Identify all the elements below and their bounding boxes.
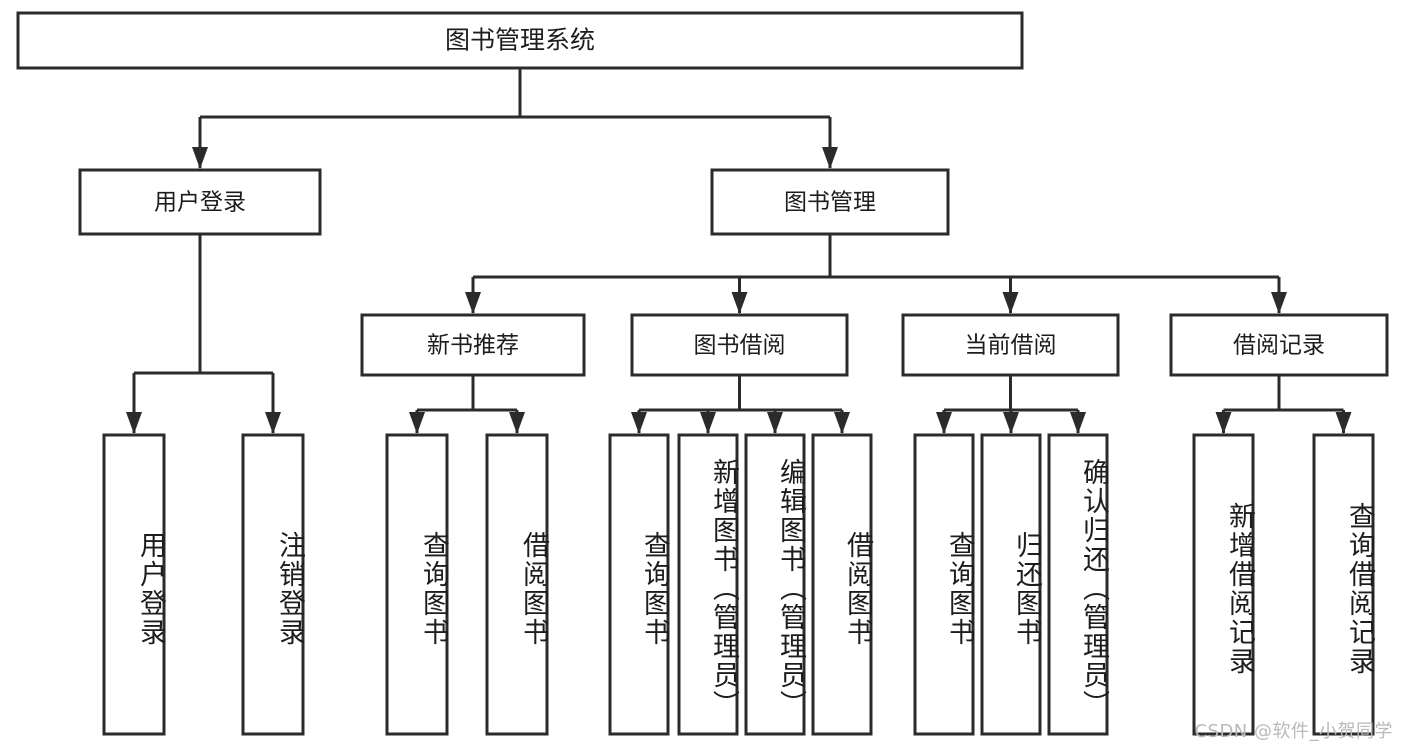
node-box-leaf-9 [980,433,1042,736]
node-box-l3-新书推荐 [360,313,586,377]
node-box-l3-当前借阅 [901,313,1120,377]
node-box-l3-借阅记录 [1169,313,1389,377]
arrow-head-图书借阅-1 [700,412,716,434]
node-box-leaf-10 [1047,433,1109,736]
arrow-head-当前借阅-1 [1003,412,1019,434]
arrow-head-图书借阅-2 [767,412,783,434]
arrow-head-用户登录-1 [265,412,281,434]
node-label-l3-借阅记录: 借阅记录 [1233,333,1325,359]
node-label-l3-当前借阅: 当前借阅 [965,333,1057,359]
node-box-l3-图书借阅 [630,313,849,377]
node-box-l2-图书管理 [710,168,950,236]
arrow-head-当前借阅-2 [1070,412,1086,434]
arrow-head-图书管理-2 [1002,292,1019,314]
node-box-layer [16,11,1389,736]
arrow-head-图书借阅-3 [834,412,850,434]
node-label-l3-新书推荐: 新书推荐 [427,333,519,359]
node-box-leaf-5 [677,433,739,736]
arrow-head-图书管理-3 [1271,292,1287,314]
node-box-leaf-6 [744,433,806,736]
arrow-head-图书管理系统-1 [822,147,838,169]
arrow-head-当前借阅-0 [936,412,952,434]
node-box-leaf-8 [913,433,975,736]
node-label-l3-图书借阅: 图书借阅 [694,333,786,359]
arrow-head-新书推荐-0 [409,412,425,434]
node-box-leaf-0 [102,433,166,736]
node-box-leaf-1 [241,433,305,736]
node-box-leaf-3 [485,433,549,736]
node-box-leaf-11 [1192,433,1255,736]
arrow-head-借阅记录-0 [1215,412,1232,434]
node-box-leaf-2 [385,433,449,736]
arrow-head-图书借阅-0 [631,412,647,434]
arrow-head-新书推荐-1 [509,412,525,434]
node-label-l2-用户登录: 用户登录 [154,190,246,216]
node-box-leaf-7 [811,433,873,736]
node-label-root: 图书管理系统 [445,26,595,55]
arrow-head-借阅记录-1 [1335,412,1352,434]
arrow-head-图书管理-1 [731,292,748,314]
node-box-root [16,11,1024,70]
arrow-head-用户登录-0 [126,412,142,434]
node-box-l2-用户登录 [78,168,322,236]
node-box-leaf-12 [1312,433,1375,736]
node-box-leaf-4 [608,433,670,736]
arrow-head-图书管理-0 [465,292,481,314]
connector-layer [126,68,1352,434]
arrow-head-图书管理系统-0 [192,147,208,169]
node-label-l2-图书管理: 图书管理 [784,190,876,216]
watermark: CSDN @软件_小贺同学 [1194,721,1393,742]
